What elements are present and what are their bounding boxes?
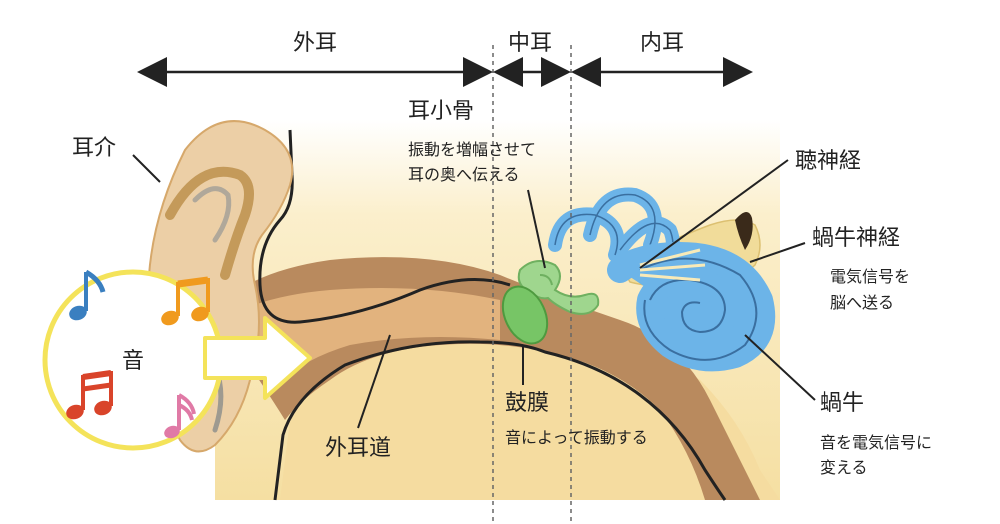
ossicles-desc-line2: 耳の奥へ伝える xyxy=(408,165,520,184)
auricle-leader xyxy=(132,154,161,183)
head-outline xyxy=(258,129,511,324)
music-note-icon xyxy=(66,370,113,420)
music-note-icon xyxy=(164,393,196,439)
music-note-icon xyxy=(161,276,210,326)
eardrum-desc: 音によって振動する xyxy=(505,428,648,447)
canal-bottom-outline xyxy=(273,340,727,501)
ossicles-leader xyxy=(527,189,546,269)
ear-canal-label: 外耳道 xyxy=(325,436,391,461)
section-label-outer: 外耳 xyxy=(293,31,337,56)
cochlear-nerve-desc-line2: 脳へ送る xyxy=(830,293,894,312)
nerve-fibers xyxy=(639,248,706,282)
cochlear-nerve-desc-line1: 電気信号を xyxy=(830,267,910,286)
sound-arrow-icon xyxy=(203,316,312,400)
auricle-fold-2 xyxy=(192,186,232,243)
eardrum-shape xyxy=(501,285,549,345)
nerve-end xyxy=(735,211,753,250)
auditory-nerve-leader xyxy=(639,159,789,269)
cochlear-nerve-leader xyxy=(749,242,806,263)
music-note-icon xyxy=(69,269,106,321)
ossicles-label: 耳小骨 xyxy=(408,99,474,124)
cochlea-leader xyxy=(744,334,816,401)
section-label-middle: 中耳 xyxy=(508,31,552,56)
cochlea-label: 蝸牛 xyxy=(820,391,864,416)
ear-canal-leader xyxy=(357,334,391,429)
section-label-inner: 内耳 xyxy=(640,31,684,56)
cochlear-nerve-label: 蝸牛神経 xyxy=(812,226,900,251)
auricle-inner-fold xyxy=(165,166,254,280)
auditory-nerve-label: 聴神経 xyxy=(795,149,861,174)
auricle-label: 耳介 xyxy=(72,136,116,161)
sound-label: 音 xyxy=(122,349,144,374)
eardrum-label: 鼓膜 xyxy=(505,391,549,416)
cochlea-desc-line2: 変える xyxy=(820,458,868,477)
ossicles-desc-line1: 振動を増幅させて xyxy=(408,140,536,159)
cochlea-desc-line1: 音を電気信号に xyxy=(820,433,932,452)
cochlea-shape xyxy=(607,242,776,372)
